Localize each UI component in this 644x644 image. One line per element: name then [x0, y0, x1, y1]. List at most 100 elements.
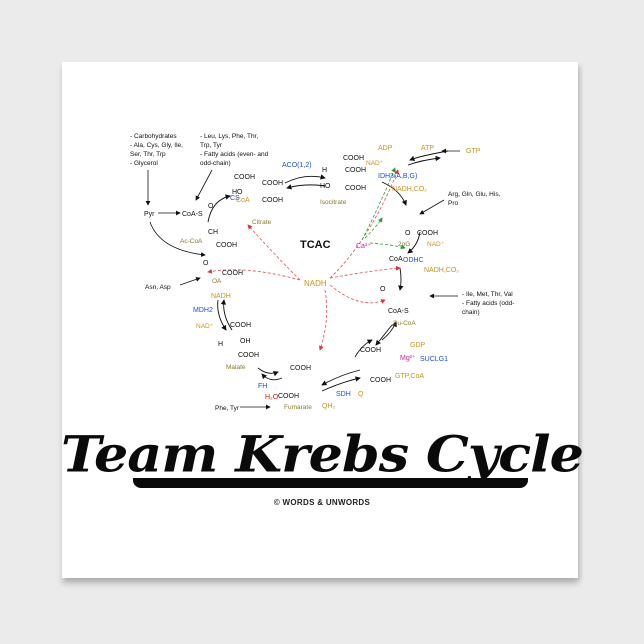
input-line: - Ile, Met, Thr, Val: [462, 291, 513, 298]
cofactor-nadh: NADH: [304, 279, 327, 288]
o-label: O: [380, 286, 386, 293]
arrow: [407, 155, 441, 166]
arrow: [247, 224, 301, 281]
input-line: chain): [462, 309, 480, 316]
cooh-label: COOH: [234, 174, 255, 181]
alpha-ketoglutarate: O COOH 2oG CoA: [389, 230, 438, 263]
arrow: [369, 242, 406, 250]
input-line: - Ala, Cys, Gly, Ile,: [130, 142, 183, 149]
coa-s-label: CoA-S: [182, 211, 203, 218]
arrow: [419, 199, 445, 215]
cofactor-calcium: Ca²⁺: [356, 243, 371, 250]
arrow: [286, 184, 326, 190]
arrow: [217, 299, 227, 331]
succinyl-coa: O CoA-S Su-CoA: [380, 286, 416, 327]
cofactor-gdp: GDP: [410, 342, 426, 349]
coaster-tile: [62, 62, 578, 578]
input-line: Pro: [448, 200, 459, 207]
enzyme-suclg1: SUCLG1: [420, 356, 448, 363]
cofactor-gtp: GTP: [466, 148, 481, 155]
succinate: COOH COOH: [360, 347, 391, 384]
input-line: Arg, Gln, Glu, His,: [448, 191, 501, 198]
cofactor-nadh-co2: NADH,CO₂: [424, 267, 459, 274]
cofactor-nad: NAD⁺: [427, 241, 445, 248]
methyl-label: CH: [208, 229, 218, 236]
ho-label: HO: [232, 189, 243, 196]
cooh-label: COOH: [290, 365, 311, 372]
arrow: [207, 268, 301, 281]
enzyme-aco: ACO(1,2): [282, 162, 312, 169]
arrow: [318, 289, 328, 351]
citrate: COOH COOH HO COOH Citrate: [232, 174, 283, 226]
o-label: O: [208, 203, 214, 210]
h-label: H: [322, 167, 327, 174]
arrow: [398, 267, 404, 291]
cofactor-coa: CoA: [236, 197, 250, 204]
enzyme-fh: FH: [258, 383, 267, 390]
arrow: [195, 169, 213, 201]
cofactor-nadh: NADH: [211, 293, 231, 300]
oxaloacetate-label: OA: [212, 278, 222, 285]
tcac-label: TCAC: [300, 239, 331, 251]
cooh-label: COOH: [360, 347, 381, 354]
enzyme-mdh2: MDH2: [193, 307, 213, 314]
cofactor-nad: NAD⁺: [196, 323, 214, 330]
acetyl-coa-label: Ac-CoA: [180, 238, 203, 245]
input-line: - Fatty acids (even- and: [200, 151, 269, 158]
enzyme-cs: CS: [230, 195, 240, 202]
arrow: [329, 265, 401, 279]
enzyme-odhc: ODHC: [403, 257, 424, 264]
input-line: Trp, Tyr: [200, 142, 223, 149]
succinyl-coa-label: Su-CoA: [393, 320, 416, 327]
cooh-label: COOH: [278, 393, 299, 400]
input-phe-tyr: Phe, Tyr: [215, 405, 240, 412]
cooh-label: COOH: [370, 377, 391, 384]
fumarate: COOH COOH Fumarate: [278, 365, 312, 411]
cooh-label: COOH: [230, 322, 251, 329]
arrow: [149, 221, 206, 257]
cooh-label: COOH: [345, 167, 366, 174]
cooh-label: COOH: [262, 180, 283, 187]
cofactor-gtp-coa: GTP,CoA: [395, 373, 424, 380]
input-list-right-mid: - Ile, Met, Thr, Val - Fatty acids (odd-…: [462, 291, 514, 316]
input-line: - Carbohydrates: [130, 133, 177, 140]
arrow: [257, 367, 279, 377]
arrow: [284, 174, 326, 184]
cofactor-qh2: QH₂: [322, 403, 336, 410]
cooh-label: COOH: [222, 270, 243, 277]
cofactor-magnesium: Mg²⁺: [400, 355, 416, 362]
input-line: - Fatty acids (odd-: [462, 300, 514, 307]
cofactor-adp: ADP: [378, 145, 393, 152]
citrate-label: Citrate: [252, 219, 272, 226]
coa-label: CoA: [389, 256, 403, 263]
2og-label: 2oG: [398, 241, 410, 248]
cooh-label: COOH: [262, 197, 283, 204]
input-asn-asp: Asn, Asp: [145, 284, 171, 291]
input-list-right-top: Arg, Gln, Glu, His, Pro: [448, 191, 501, 207]
pyruvate-label: Pyr: [144, 211, 155, 218]
cofactor-q: Q: [358, 391, 364, 398]
arrow: [381, 321, 397, 341]
ho-label: HO: [320, 183, 331, 190]
arrow: [381, 181, 407, 206]
cooh-label: COOH: [343, 155, 364, 162]
acetyl-coa: Pyr CoA-S O CH Ac-CoA: [144, 203, 218, 245]
arrow: [329, 284, 386, 304]
input-list-top-middle: - Leu, Lys, Phe, Thr, Trp, Tyr - Fatty a…: [200, 133, 269, 167]
cofactor-atp: ATP: [421, 145, 434, 152]
arrow: [179, 277, 201, 286]
cooh-label: COOH: [417, 230, 438, 237]
arrow: [361, 167, 396, 241]
input-list-top-left: - Carbohydrates - Ala, Cys, Gly, Ile, Se…: [130, 133, 183, 167]
fumarate-label: Fumarate: [284, 404, 312, 411]
oxaloacetate: COOH O COOH OA: [203, 242, 243, 285]
cofactor-nad: NAD⁺: [366, 160, 384, 167]
o-label: O: [405, 230, 411, 237]
cofactor-nadh-co2: NADH,CO₂: [392, 186, 427, 193]
cooh-label: COOH: [238, 352, 259, 359]
oh-label: OH: [240, 338, 251, 345]
isocitrate-label: Isocitrate: [320, 199, 347, 206]
arrow: [354, 339, 373, 358]
